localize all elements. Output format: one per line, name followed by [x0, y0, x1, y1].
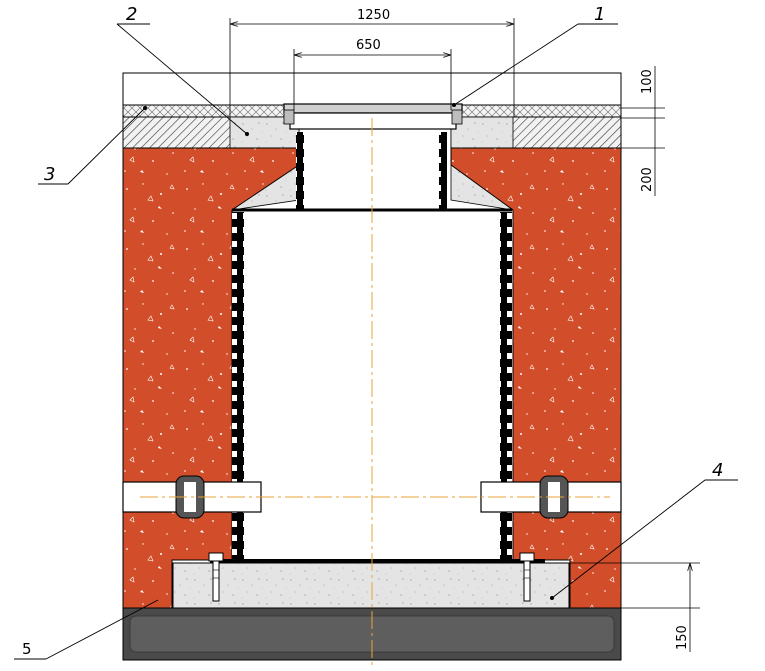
- callout-5-leader: [45, 599, 159, 660]
- callout-4-leader: [551, 479, 706, 599]
- chamber-wall-right: [500, 212, 512, 560]
- dim-100-label: 100: [640, 69, 655, 94]
- callout-4-label: 4: [712, 460, 723, 481]
- frame-flange-right: [451, 109, 463, 125]
- dim-650-label: 650: [356, 38, 381, 53]
- callout-3-label: 3: [44, 164, 55, 185]
- dim-150-label: 150: [675, 625, 690, 650]
- callout-3-leader: [67, 107, 146, 185]
- callout-1-label: 1: [594, 4, 605, 25]
- callout-5-label: 5: [22, 640, 32, 658]
- anchor-bolt-right: [519, 552, 535, 602]
- concrete-base-slab: [172, 562, 570, 609]
- cone-right: [450, 150, 514, 211]
- neck-wall-left: [296, 132, 304, 210]
- neck-wall-right: [439, 132, 447, 210]
- frame-flange-left: [283, 109, 295, 125]
- manhole-frame: [289, 112, 457, 130]
- anchor-bolt-left: [208, 552, 224, 602]
- coupling-inner-left: [184, 482, 196, 512]
- dim-200-label: 200: [640, 167, 655, 192]
- dim-1250-label: 1250: [357, 8, 390, 23]
- manhole-cover: [283, 103, 463, 114]
- callout-2-leader: [116, 23, 248, 135]
- callout-2-label: 2: [126, 4, 137, 25]
- callout-1-leader: [453, 23, 579, 106]
- chamber-wall-left: [232, 212, 244, 560]
